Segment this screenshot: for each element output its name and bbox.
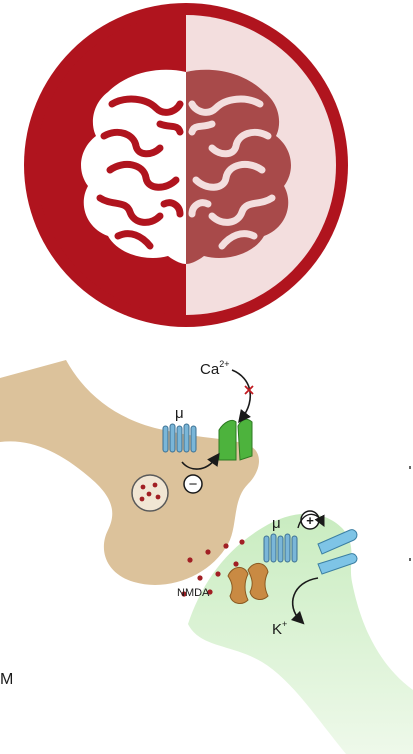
presynaptic-terminal	[0, 360, 259, 585]
nmda-label: NMDA	[177, 587, 210, 599]
edge-mark-top	[409, 466, 411, 469]
logo	[0, 0, 413, 330]
brain-icon	[81, 70, 291, 264]
mu-receptor-presynaptic	[163, 424, 196, 452]
mu-label-postsynaptic: μ	[272, 515, 281, 532]
mu-receptor-postsynaptic-helices	[264, 534, 297, 562]
calcium-label: Ca2+	[200, 359, 229, 378]
edge-mark-bottom	[409, 558, 411, 561]
calcium-arrow	[232, 370, 250, 418]
plus-symbol: +	[306, 513, 314, 528]
mu-label-presynaptic: μ	[175, 405, 184, 422]
calcium-channel	[219, 419, 252, 460]
synapse-diagram: Ca2+ μ − μ + NMDA K+ M	[0, 330, 413, 754]
minus-symbol: −	[189, 476, 198, 493]
cut-letter: M	[0, 671, 13, 688]
